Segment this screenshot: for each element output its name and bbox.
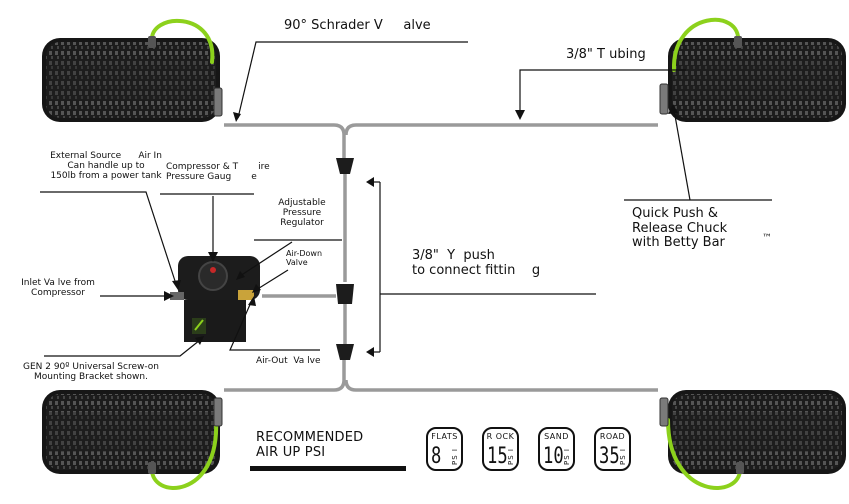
y-fitting-middle	[336, 284, 354, 304]
arrow-inlet	[164, 291, 174, 301]
arrow-tubing	[515, 110, 525, 120]
hose-rear-right	[666, 418, 743, 490]
air-down-valve-label: Air-Down Valve	[286, 249, 323, 267]
air-out-valve-label: Air-Out Va lve	[256, 356, 321, 366]
chuck-fl	[213, 87, 223, 117]
psi-badge-road: ROAD 35 PS I	[594, 427, 631, 471]
valve-stem-rl	[148, 462, 156, 474]
schrader-valve-label: 90° Schrader V alve	[284, 18, 431, 33]
arrow-y-bottom	[366, 347, 374, 357]
hose-front-left	[149, 18, 215, 64]
tire-rear-right	[668, 390, 846, 474]
psi-badge-unit: PS I	[507, 448, 515, 465]
arrow-y-top	[366, 177, 374, 187]
psi-badge-value: 10	[543, 444, 564, 469]
psi-badge-name: R OCK	[486, 432, 515, 441]
arrow-bracket	[195, 336, 204, 345]
y-fitting-bottom	[336, 344, 354, 360]
chuck-rr	[659, 397, 669, 427]
tubing-bottom	[224, 358, 346, 392]
compressor-gauge-label: Compressor & T ire Pressure Gaug e	[166, 162, 270, 183]
valve-stem-fl	[148, 36, 156, 48]
psi-badge-unit: PS I	[451, 448, 459, 465]
psi-badge-flats: FLATS 8 PS I	[426, 427, 463, 471]
arrow-schrader	[233, 112, 241, 122]
tire-front-right	[668, 38, 846, 122]
psi-badge-unit: PS I	[563, 448, 571, 465]
hose-front-right	[671, 17, 741, 72]
external-source-label: External Source Air In Can handle up to …	[50, 151, 162, 182]
psi-badge-value: 35	[599, 444, 620, 469]
valve-stem-fr	[734, 36, 742, 48]
psi-badge-rock: R OCK 15 PS I	[482, 427, 519, 471]
recommended-air-up-label: RECOMMENDED AIR UP PSI	[256, 430, 364, 460]
psi-badge-value: 15	[487, 444, 508, 469]
hose-rear-left	[149, 418, 219, 490]
tubing-top	[224, 123, 346, 160]
arrow-air-out	[248, 296, 256, 306]
arrow-regulator	[236, 271, 245, 280]
trademark-symbol: ™	[762, 233, 772, 244]
mounting-bracket-label: GEN 2 90º Universal Screw-on Mounting Br…	[22, 362, 159, 383]
inlet-valve-label: Inlet Va lve from Compressor	[21, 278, 95, 299]
psi-badge-name: ROAD	[599, 432, 626, 441]
compressor-gauge-unit	[170, 256, 260, 342]
valve-stem-rr	[736, 462, 744, 474]
arrow-gauge	[208, 252, 218, 262]
y-fitting-label: 3/8" Y push to connect fittin g	[412, 248, 541, 278]
tire-front-left	[42, 38, 220, 122]
psi-badge-unit: PS I	[619, 448, 627, 465]
adjustable-regulator-label: Adjustable Pressure Regulator	[278, 198, 326, 229]
chuck-fr	[659, 83, 669, 115]
quick-push-label: Quick Push & Release Chuck with Betty Ba…	[632, 206, 728, 251]
y-fitting-top	[336, 158, 354, 174]
tubing-label: 3/8" T ubing	[566, 47, 646, 62]
arrow-external	[172, 280, 181, 290]
psi-badge-value: 8	[431, 444, 442, 469]
psi-badge-sand: SAND 10 PS I	[538, 427, 575, 471]
tire-rear-left	[42, 390, 220, 474]
psi-badge-name: FLATS	[431, 432, 458, 441]
recommended-underline	[250, 466, 406, 471]
chuck-rl	[213, 397, 223, 427]
arrow-air-down	[252, 284, 261, 293]
psi-badge-name: SAND	[544, 432, 569, 441]
arrow-chuck	[668, 104, 678, 114]
